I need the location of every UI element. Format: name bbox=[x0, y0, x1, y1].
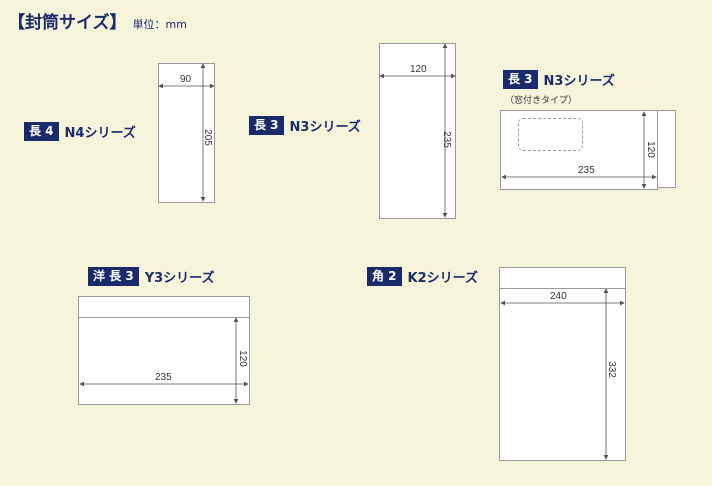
naga3-window-width: 235 bbox=[578, 165, 595, 176]
kaku2-width: 240 bbox=[550, 291, 567, 302]
younaga3-width: 235 bbox=[155, 372, 172, 383]
badge-naga3: 長 3 bbox=[249, 116, 284, 135]
label-younaga3: 洋 長 3 Y3シリーズ bbox=[88, 267, 215, 286]
label-naga4: 長 4 N4シリーズ bbox=[24, 122, 136, 141]
badge-naga3-window: 長 3 bbox=[503, 70, 538, 89]
badge-naga4: 長 4 bbox=[24, 122, 59, 141]
address-window bbox=[518, 118, 583, 151]
flap-younaga3 bbox=[78, 296, 250, 318]
page-title: 【封筒サイズ】単位：mm bbox=[8, 8, 187, 33]
unit-label: 単位：mm bbox=[132, 18, 187, 31]
flap-naga3-window bbox=[656, 110, 676, 188]
kaku2-height: 332 bbox=[605, 361, 617, 378]
series-naga3: N3シリーズ bbox=[289, 120, 361, 135]
label-naga3-window: 長 3 N3シリーズ bbox=[503, 70, 615, 89]
series-younaga3: Y3シリーズ bbox=[144, 271, 215, 286]
younaga3-height: 120 bbox=[236, 350, 248, 367]
label-naga3: 長 3 N3シリーズ bbox=[249, 116, 361, 135]
naga3-width: 120 bbox=[410, 64, 427, 75]
window-type-note: （窓付きタイプ） bbox=[505, 96, 578, 106]
series-naga3-window: N3シリーズ bbox=[543, 74, 615, 89]
envelope-younaga3 bbox=[78, 317, 250, 405]
flap-kaku2 bbox=[499, 267, 626, 289]
series-naga4: N4シリーズ bbox=[64, 126, 136, 141]
badge-kaku2: 角 2 bbox=[367, 267, 402, 286]
naga4-width: 90 bbox=[180, 74, 192, 85]
naga3-height: 235 bbox=[440, 131, 452, 148]
badge-younaga3: 洋 長 3 bbox=[88, 267, 139, 286]
naga4-height: 205 bbox=[201, 129, 213, 146]
page-title-text: 【封筒サイズ】 bbox=[8, 13, 127, 33]
naga3-window-height: 120 bbox=[644, 141, 656, 158]
series-kaku2: K2シリーズ bbox=[407, 271, 479, 286]
label-kaku2: 角 2 K2シリーズ bbox=[367, 267, 478, 286]
